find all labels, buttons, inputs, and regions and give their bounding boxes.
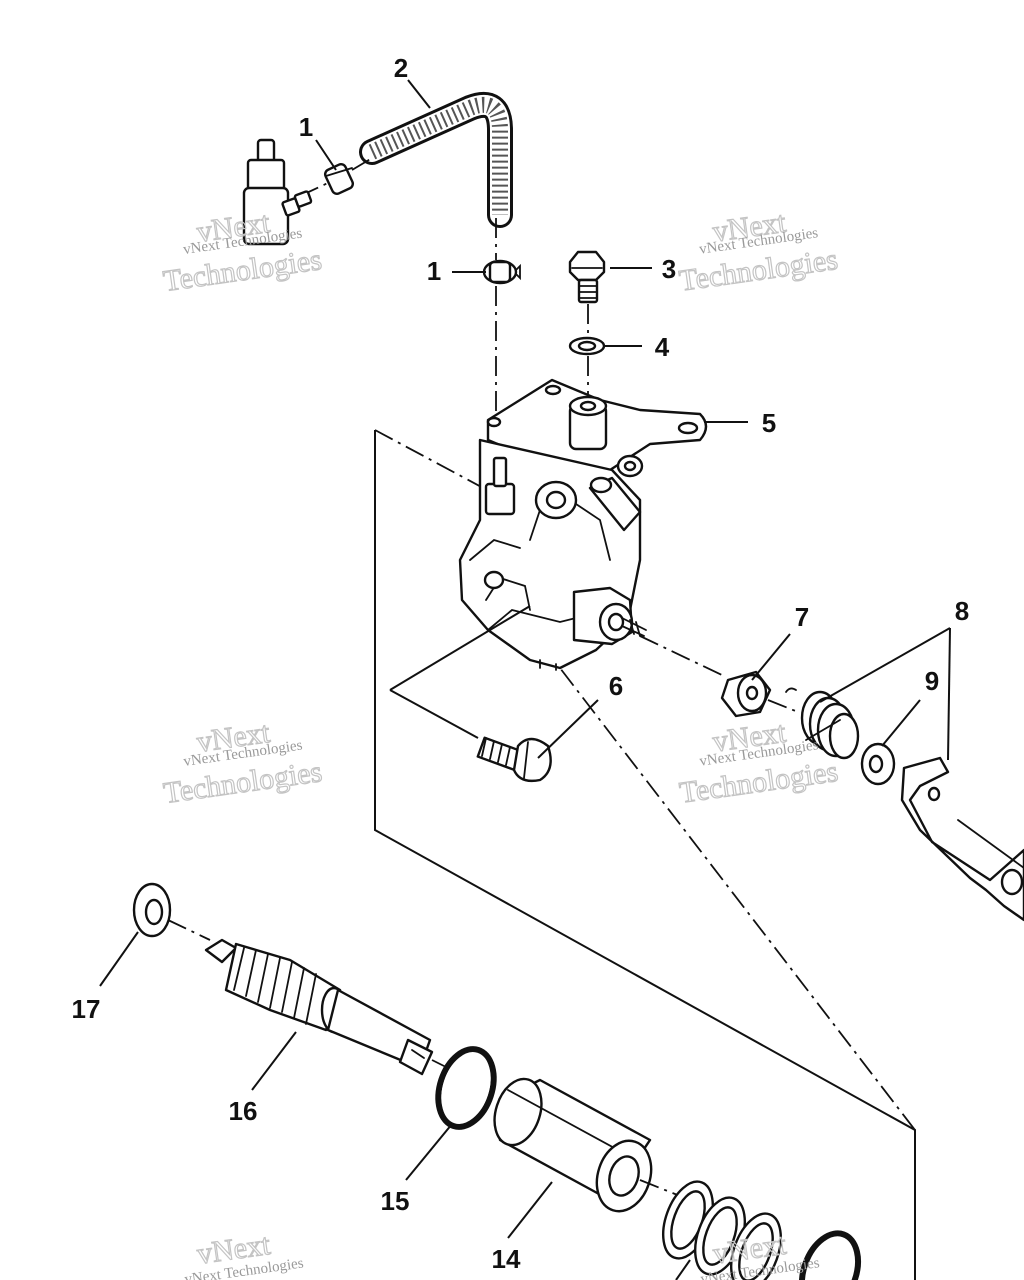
callout-1-lower: 1 (427, 256, 441, 286)
callout-1-upper: 1 (299, 112, 313, 142)
callout-labels: 1 2 1 3 4 5 6 7 8 9 17 16 15 14 (72, 53, 970, 1274)
watermark-top-left: vNext vNext Technologies Technologies (161, 205, 325, 298)
oil-pump-body (458, 438, 647, 671)
callout-17: 17 (72, 994, 101, 1024)
part-17-washer (132, 882, 211, 941)
part-9-washer (860, 742, 896, 786)
part-1-clamp-lower (482, 218, 521, 458)
part-6-screw (389, 605, 552, 783)
callout-3: 3 (662, 254, 676, 284)
callout-6: 6 (609, 671, 623, 701)
callout-8: 8 (955, 596, 969, 626)
callout-9: 9 (925, 666, 939, 696)
callout-2: 2 (394, 53, 408, 83)
control-lever (900, 756, 1024, 922)
part-4-washer (568, 336, 606, 398)
watermark-mid-left: vNext vNext Technologies Technologies (161, 715, 325, 810)
part-15-o-ring (435, 1046, 497, 1130)
callout-14: 14 (492, 1244, 521, 1274)
part-8-spring (785, 687, 860, 760)
part-1-clamp-upper (299, 157, 373, 197)
part-16-gear-shaft (204, 938, 449, 1076)
callout-16: 16 (229, 1096, 258, 1126)
part-3-bolt (568, 250, 606, 336)
part-2-hose (359, 91, 513, 228)
callout-15: 15 (381, 1186, 410, 1216)
part-14-sleeve (493, 1077, 681, 1213)
leader-lines (99, 79, 951, 1280)
watermark-bottom-left: vNext vNext Technologies (184, 1227, 305, 1280)
bottom-seal-rings (662, 1180, 862, 1280)
callout-7: 7 (795, 602, 809, 632)
part-7-bushing (639, 635, 799, 718)
callout-5: 5 (762, 408, 776, 438)
callout-4: 4 (655, 332, 670, 362)
oil-fitting-upper (242, 138, 313, 246)
watermark-top-right: vNext vNext Technologies Technologies (677, 205, 841, 298)
part-5-bracket (486, 378, 708, 472)
